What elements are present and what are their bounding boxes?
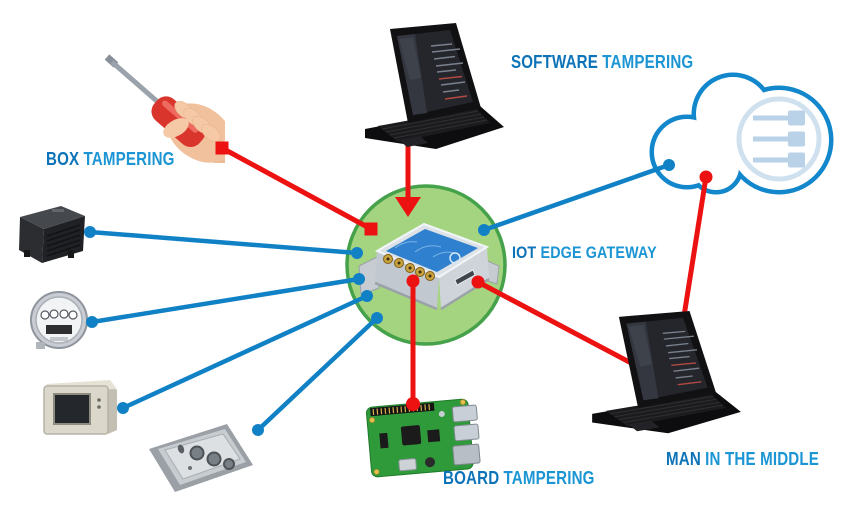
label-text: IN THE MIDDLE	[705, 449, 820, 469]
attack-endpoints	[215, 141, 713, 411]
link-line-energy-meter	[89, 276, 362, 325]
label-text: TAMPERING	[503, 468, 595, 488]
label-text: BOARD	[443, 468, 500, 488]
cloud-connector-glyph	[753, 110, 805, 168]
attack-arrowhead	[395, 197, 421, 217]
link-line-thermostat	[120, 293, 370, 411]
attack-line-mitm-gateway	[475, 279, 653, 376]
attack-line-mitm-cloud	[681, 174, 709, 319]
label-text: MAN	[666, 449, 701, 469]
label-text: SOFTWARE	[511, 52, 599, 72]
attack-lines	[219, 135, 709, 407]
label-text: EDGE GATEWAY	[540, 243, 657, 262]
attack-line-box-tampering	[219, 145, 374, 232]
antenna-connectors	[383, 254, 435, 281]
cloud-icon	[649, 72, 834, 195]
connector-panel-icon	[149, 424, 253, 492]
mitm-laptop	[591, 310, 742, 434]
thermostat-icon	[43, 380, 117, 435]
link-line-cloud	[481, 162, 672, 233]
link-line-connector-panel	[255, 315, 380, 433]
label-text: IOT	[512, 243, 537, 262]
raspberry-pi-icon	[357, 383, 487, 487]
controller-box-icon	[19, 206, 85, 263]
data-link-endpoints	[84, 159, 675, 436]
label-text: BOX	[46, 149, 80, 169]
attacker-laptop-top	[364, 22, 505, 150]
label-text: TAMPERING	[602, 52, 694, 72]
label-text: TAMPERING	[83, 149, 175, 169]
data-link-lines	[87, 162, 672, 433]
energy-meter-icon	[30, 291, 88, 349]
link-line-controller-box	[87, 229, 360, 256]
